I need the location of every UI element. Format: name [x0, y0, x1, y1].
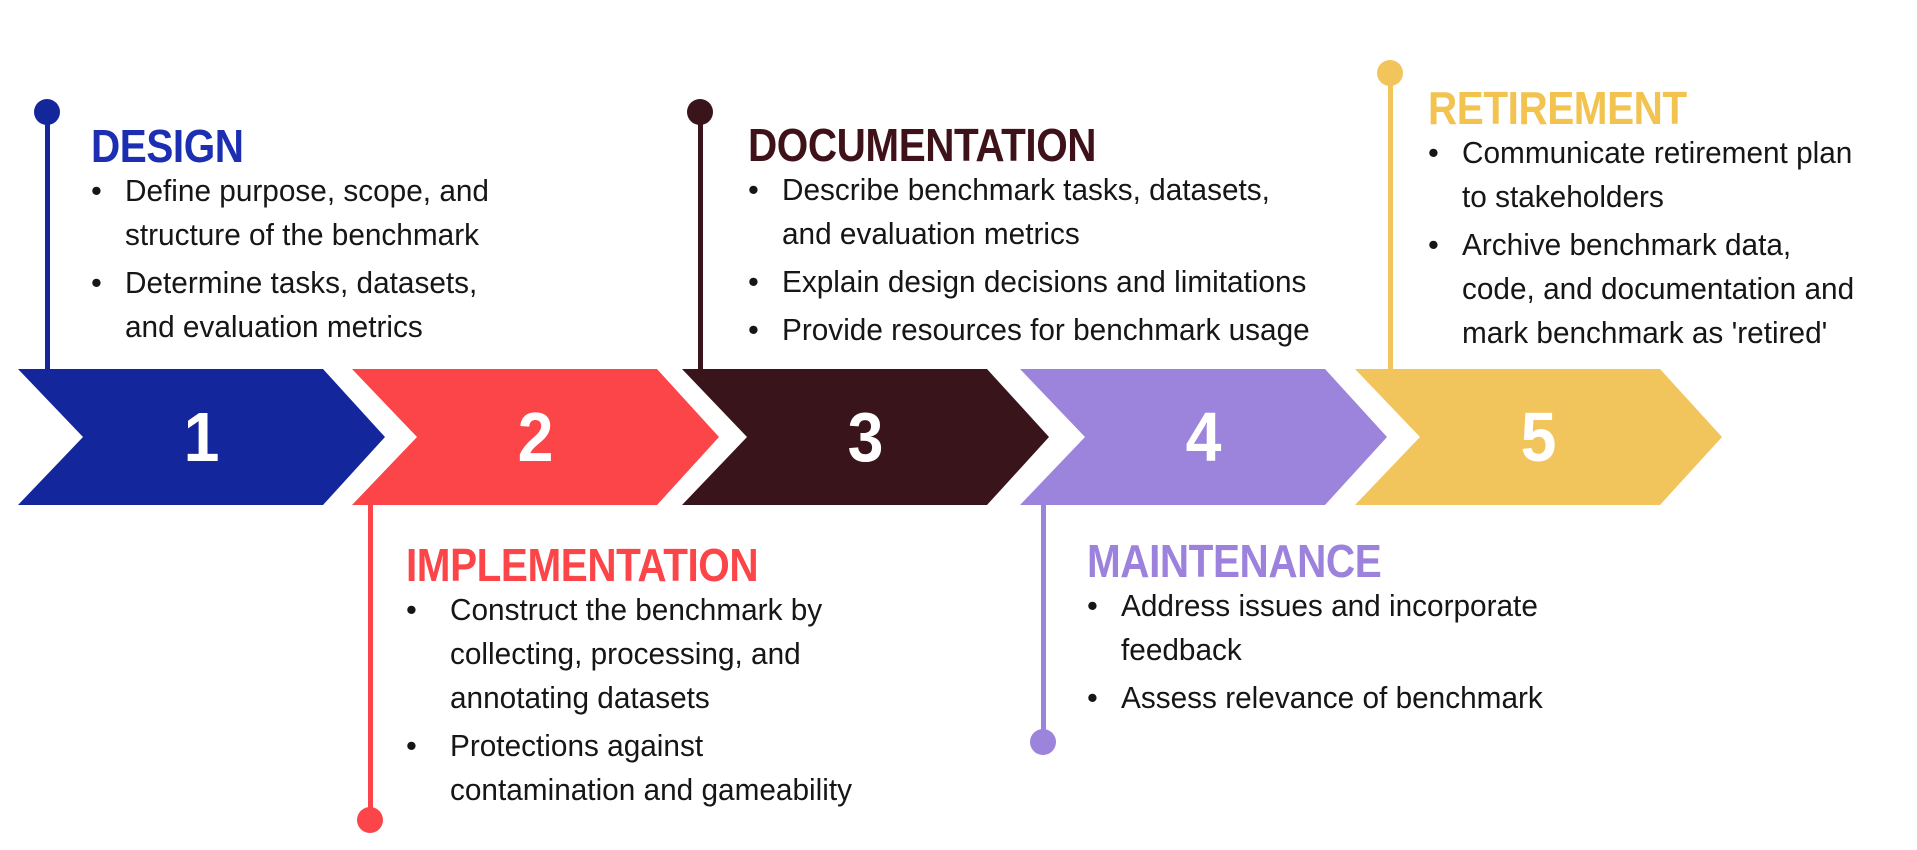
- bullet-text: Determine tasks, datasets, and evaluatio…: [125, 265, 478, 344]
- bullet-dot: •: [406, 592, 417, 627]
- stage-3-number: 3: [847, 398, 884, 476]
- stage-2-stem-line: [368, 505, 373, 820]
- stage-2-title: IMPLEMENTATION: [406, 539, 759, 591]
- stage-1-dot: [34, 99, 60, 125]
- stage-5-card: RETIREMENT • Communicate retirement plan…: [1428, 85, 1870, 355]
- bullet-dot: •: [406, 728, 417, 763]
- stage-2-card: IMPLEMENTATION • Construct the benchmark…: [406, 542, 869, 812]
- bullet-dot: •: [748, 172, 759, 207]
- stage-1-number: 1: [183, 398, 220, 476]
- stage-4-bullet-list: • Address issues and incorporate feedbac…: [1087, 584, 1560, 720]
- bullet-text: Communicate retirement plan to stakehold…: [1462, 135, 1853, 214]
- bullet-dot: •: [1087, 680, 1098, 715]
- bullet-item: • Protections against contamination and …: [406, 724, 869, 812]
- stage-2-bullet-list: • Construct the benchmark by collecting,…: [406, 588, 869, 812]
- bullet-dot: •: [1428, 135, 1439, 170]
- stage-5-title: RETIREMENT: [1428, 82, 1687, 134]
- bullet-item: • Address issues and incorporate feedbac…: [1087, 584, 1560, 672]
- bullet-item: • Explain design decisions and limitatio…: [748, 260, 1332, 304]
- bullet-dot: •: [91, 265, 102, 300]
- stage-4-dot: [1030, 729, 1056, 755]
- bullet-text: Archive benchmark data, code, and docume…: [1462, 227, 1855, 350]
- bullet-text: Provide resources for benchmark usage: [782, 312, 1310, 347]
- stage-4-title: MAINTENANCE: [1087, 535, 1382, 587]
- bullet-dot: •: [1428, 227, 1439, 262]
- stage-5-dot: [1377, 60, 1403, 86]
- bullet-text: Explain design decisions and limitations: [782, 264, 1307, 299]
- arrow-stage-5: 5: [1355, 369, 1722, 505]
- bullet-item: • Assess relevance of benchmark: [1087, 676, 1560, 720]
- stage-1-stem-line: [45, 112, 50, 369]
- arrow-stage-4: 4: [1020, 369, 1387, 505]
- arrow-stage-2: 2: [352, 369, 719, 505]
- bullet-text: Define purpose, scope, and structure of …: [125, 173, 489, 252]
- bullet-item: • Archive benchmark data, code, and docu…: [1428, 223, 1870, 355]
- bullet-dot: •: [91, 173, 102, 208]
- bullet-item: • Construct the benchmark by collecting,…: [406, 588, 869, 720]
- arrow-stage-1: 1: [18, 369, 385, 505]
- bullet-item: • Provide resources for benchmark usage: [748, 308, 1332, 352]
- stage-1-title: DESIGN: [91, 120, 244, 172]
- stage-1-bullet-list: • Define purpose, scope, and structure o…: [91, 169, 504, 349]
- stage-2-dot: [357, 807, 383, 833]
- stage-3-title: DOCUMENTATION: [748, 119, 1097, 171]
- bullet-text: Describe benchmark tasks, datasets, and …: [782, 172, 1270, 251]
- stage-4-number: 4: [1185, 398, 1222, 476]
- bullet-item: • Describe benchmark tasks, datasets, an…: [748, 168, 1332, 256]
- stage-5-number: 5: [1520, 398, 1557, 476]
- stage-4-card: MAINTENANCE • Address issues and incorpo…: [1087, 538, 1560, 720]
- bullet-dot: •: [748, 264, 759, 299]
- stage-4-stem-line: [1041, 505, 1046, 742]
- bullet-dot: •: [748, 312, 759, 347]
- stage-3-stem-line: [698, 112, 703, 369]
- stage-5-stem-line: [1388, 73, 1393, 369]
- stage-3-card: DOCUMENTATION • Describe benchmark tasks…: [748, 122, 1332, 352]
- bullet-text: Assess relevance of benchmark: [1121, 680, 1543, 715]
- stage-3-dot: [687, 99, 713, 125]
- bullet-item: • Determine tasks, datasets, and evaluat…: [91, 261, 504, 349]
- bullet-dot: •: [1087, 588, 1098, 623]
- bullet-text: Protections against contamination and ga…: [450, 728, 853, 807]
- bullet-item: • Communicate retirement plan to stakeho…: [1428, 131, 1870, 219]
- stage-5-bullet-list: • Communicate retirement plan to stakeho…: [1428, 131, 1870, 355]
- stage-3-bullet-list: • Describe benchmark tasks, datasets, an…: [748, 168, 1332, 352]
- bullet-text: Construct the benchmark by collecting, p…: [450, 592, 823, 715]
- bullet-item: • Define purpose, scope, and structure o…: [91, 169, 504, 257]
- stage-1-card: DESIGN • Define purpose, scope, and stru…: [91, 123, 504, 349]
- stage-2-number: 2: [517, 398, 554, 476]
- bullet-text: Address issues and incorporate feedback: [1121, 588, 1538, 667]
- arrow-stage-3: 3: [682, 369, 1049, 505]
